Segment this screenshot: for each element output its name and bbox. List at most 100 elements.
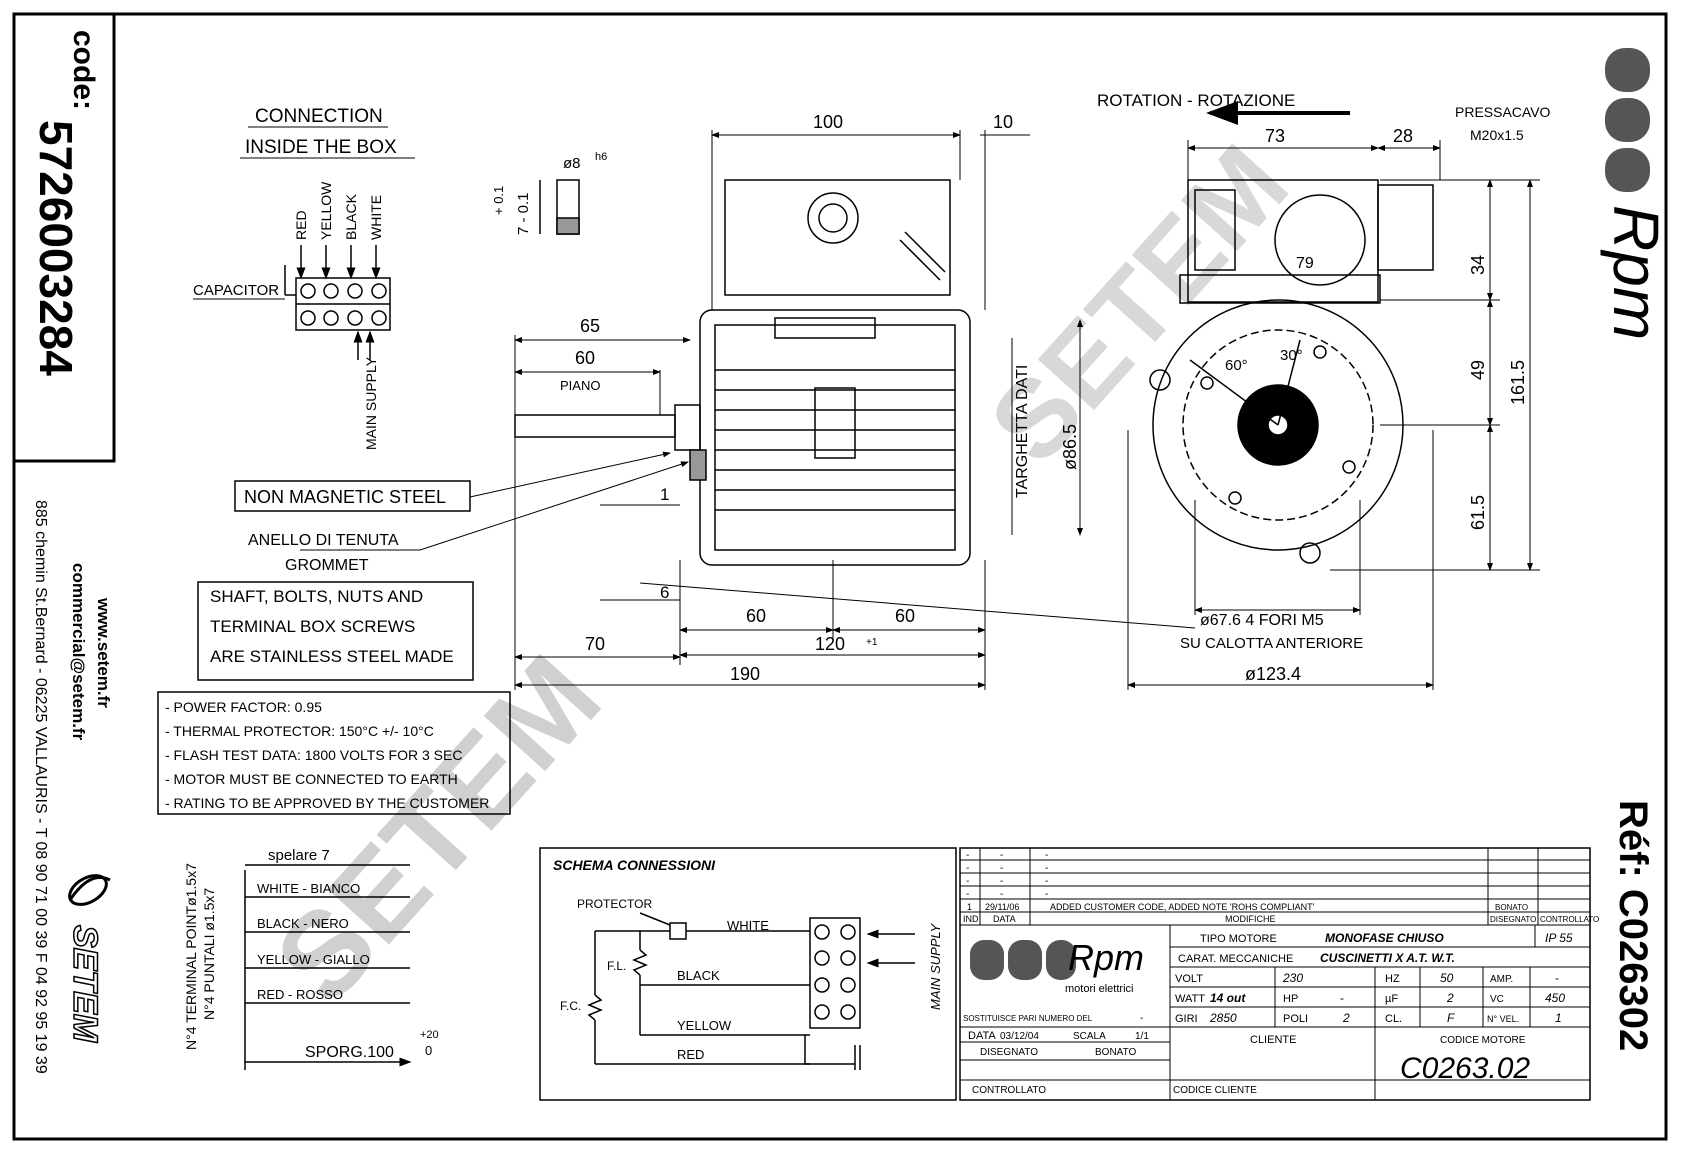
stainless-note-3: ARE STAINLESS STEEL MADE <box>210 647 454 666</box>
schema-box <box>539 847 957 1101</box>
connection-title-1: CONNECTION <box>255 106 383 127</box>
schema-protector: PROTECTOR <box>577 897 652 911</box>
hp-value: - <box>1340 991 1344 1005</box>
svg-text:-: - <box>1000 863 1003 874</box>
schema-fl: F.L. <box>607 959 626 973</box>
piano-label: PIANO <box>560 378 600 393</box>
setem-logo-icon <box>68 874 111 906</box>
controllato-label: CONTROLLATO <box>972 1085 1046 1096</box>
codice-motore-value: C0263.02 <box>1400 1052 1530 1085</box>
h-ind: IND <box>963 914 979 924</box>
watt-value: 14 out <box>1210 991 1246 1005</box>
dim-60a: 60 <box>746 606 766 626</box>
terminal-points-2: N°4 PUNTALI ø1.5x7 <box>201 888 217 1020</box>
dim-120-tol: +1 <box>866 637 878 648</box>
amp-label: AMP. <box>1490 974 1513 985</box>
shaft-dia: ø8 <box>563 155 581 172</box>
nvel-label: N° VEL. <box>1487 1014 1519 1024</box>
stainless-note-2: TERMINAL BOX SCREWS <box>210 617 415 636</box>
watt-label: WATT <box>1175 993 1205 1005</box>
uf-value: 2 <box>1446 991 1454 1005</box>
carat-label: CARAT. MECCANICHE <box>1178 953 1293 965</box>
angle-30: 30° <box>1280 347 1303 364</box>
dim-49: 49 <box>1468 360 1488 380</box>
carat-value: CUSCINETTI X A.T. W.T. <box>1320 951 1455 965</box>
dim-190: 190 <box>730 664 760 684</box>
dim-34: 34 <box>1468 255 1488 275</box>
svg-text:-: - <box>1045 889 1048 900</box>
tipo-value: MONOFASE CHIUSO <box>1325 931 1444 945</box>
title-logo-icon <box>970 940 1076 980</box>
connection-title-2: INSIDE THE BOX <box>245 137 397 158</box>
svg-text:-: - <box>1045 876 1048 887</box>
dim-1: 1 <box>660 485 669 504</box>
shaft-tol-plus: + 0.1 <box>491 186 506 215</box>
schema-title: SCHEMA CONNESSIONI <box>553 857 716 873</box>
lead-yellow: YELLOW - GIALLO <box>257 952 370 967</box>
setem-logo-text: SETEM <box>66 925 104 1043</box>
svg-text:-: - <box>966 850 969 861</box>
svg-text:-: - <box>1000 876 1003 887</box>
uf-label: µF <box>1385 993 1398 1005</box>
dim-60b: 60 <box>895 606 915 626</box>
poli-label: POLI <box>1283 1013 1308 1025</box>
rev-num: 1 <box>967 902 972 912</box>
revision-dashes: - - - - - - - - - - - - <box>966 850 1048 900</box>
dim-61: 61.5 <box>1468 495 1488 530</box>
grommet-label: GROMMET <box>285 557 369 574</box>
svg-text:RED: RED <box>293 210 309 240</box>
poli-value: 2 <box>1342 1011 1350 1025</box>
disegnato-label: DISEGNATO <box>980 1047 1038 1058</box>
website: www.setem.fr <box>94 597 113 708</box>
sporg-label: SPORG.100 <box>305 1044 394 1061</box>
volt-value: 230 <box>1282 971 1303 985</box>
note-2: - THERMAL PROTECTOR: 150°C +/- 10°C <box>165 723 434 739</box>
pressacavo-1: PRESSACAVO <box>1455 104 1551 120</box>
svg-text:BLACK: BLACK <box>343 193 359 240</box>
rev-by: BONATO <box>1495 903 1528 912</box>
giri-value: 2850 <box>1209 1011 1237 1025</box>
schema-wiring <box>587 912 915 1070</box>
svg-text:YELLOW: YELLOW <box>318 181 334 240</box>
dim-60: 60 <box>575 348 595 368</box>
terminal-block <box>284 245 391 360</box>
cliente-label: CLIENTE <box>1250 1034 1296 1046</box>
dim-100: 100 <box>813 112 843 132</box>
schema-main-supply: MAIN SUPPLY <box>928 922 943 1010</box>
non-magnetic-label: NON MAGNETIC STEEL <box>244 487 446 507</box>
codice-cliente-label: CODICE CLIENTE <box>1173 1085 1257 1096</box>
code-value: 5726003284 <box>30 120 82 376</box>
sporg-tol-zero: 0 <box>425 1043 432 1058</box>
stainless-note-box <box>197 581 474 681</box>
h-disegnato: DISEGNATO <box>1490 915 1536 924</box>
hz-value: 50 <box>1440 971 1454 985</box>
cl-label: CL. <box>1385 1013 1402 1025</box>
lead-wires <box>244 864 412 1070</box>
motor-front-view <box>514 179 971 566</box>
svg-text:-: - <box>966 889 969 900</box>
tipo-label: TIPO MOTORE <box>1200 933 1277 945</box>
codice-motore-label: CODICE MOTORE <box>1440 1035 1526 1046</box>
scala-value: 1/1 <box>1135 1031 1149 1042</box>
scala-label: SCALA <box>1073 1031 1106 1042</box>
code-label: code: <box>67 30 100 110</box>
dim-28: 28 <box>1393 126 1413 146</box>
hp-label: HP <box>1283 993 1298 1005</box>
disegnato-value: BONATO <box>1095 1047 1137 1058</box>
rpm-brand-logo-icon <box>1605 48 1650 192</box>
dim-73: 73 <box>1265 126 1285 146</box>
schema-white: WHITE <box>727 918 769 933</box>
dim-10: 10 <box>993 112 1013 132</box>
rpm-brand-text: Rpm <box>1600 205 1672 340</box>
note-4: - MOTOR MUST BE CONNECTED TO EARTH <box>165 771 458 787</box>
dim-65: 65 <box>580 316 600 336</box>
cl-value: F <box>1447 1011 1455 1025</box>
data-value: 03/12/04 <box>1000 1031 1039 1042</box>
svg-text:-: - <box>1000 850 1003 861</box>
sostituisce-value: - <box>1140 1013 1143 1024</box>
note-5: - RATING TO BE APPROVED BY THE CUSTOMER <box>165 795 489 811</box>
svg-text:-: - <box>1045 863 1048 874</box>
notes-box <box>157 691 511 815</box>
shaft-tol-minus: 7 - 0.1 <box>515 192 532 235</box>
